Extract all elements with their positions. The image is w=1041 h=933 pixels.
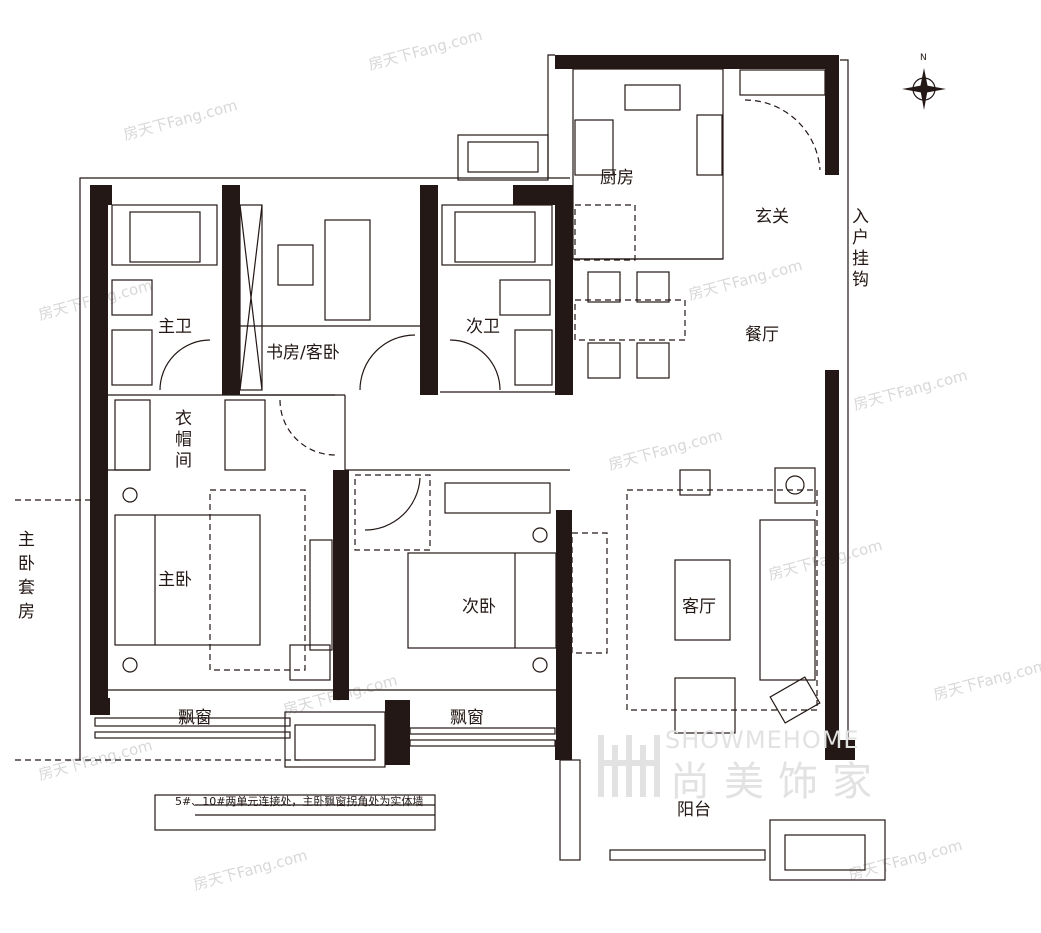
- brand-name-cn: 尚美饰家: [670, 759, 886, 805]
- label-closet: 间: [175, 451, 192, 471]
- label-closet: 衣: [175, 409, 192, 429]
- watermark: 房天下Fang.com: [846, 836, 964, 884]
- windows: [15, 499, 886, 881]
- watermark: 房天下Fang.com: [851, 366, 969, 414]
- label-entry-hook: 挂: [852, 249, 869, 269]
- room-labels: 厨房 玄关 入 户 挂 钩 餐厅 主卫 书房/客卧 次卫 衣 帽 间 主卧 次卧…: [18, 168, 869, 820]
- label-master-suite: 房: [18, 602, 35, 622]
- watermark: 房天下Fang.com: [686, 256, 804, 304]
- outer-outline: [79, 54, 849, 760]
- living-furniture: [626, 467, 821, 734]
- watermark: 房天下Fang.com: [606, 426, 724, 474]
- label-second-bedroom: 次卧: [462, 597, 496, 617]
- second-bath-fixtures: [441, 204, 553, 391]
- brand-watermark: SHOWMEHOME 尚美饰家: [598, 726, 886, 805]
- label-second-bath: 次卫: [466, 317, 500, 337]
- label-entry-hook: 户: [852, 228, 869, 248]
- closet-furniture: [114, 399, 551, 514]
- watermark: 房天下Fang.com: [191, 846, 309, 894]
- master-bedroom-furniture: [114, 487, 333, 681]
- label-balcony: 阳台: [677, 800, 711, 820]
- label-master-bath: 主卫: [158, 317, 192, 337]
- compass-north-label: N: [920, 53, 927, 63]
- brand-name-en: SHOWMEHOME: [665, 726, 860, 754]
- interior-lines: [108, 68, 724, 691]
- dining-table: [574, 271, 686, 379]
- watermark: 房天下Fang.com: [366, 26, 484, 74]
- label-kitchen: 厨房: [600, 168, 634, 188]
- label-master-bedroom: 主卧: [158, 570, 192, 590]
- label-entry-hook: 入: [852, 207, 869, 227]
- plan-note: 5#、10#两单元连接处，主卧飘窗拐角处为实体墙: [175, 794, 423, 808]
- label-study: 书房/客卧: [266, 343, 340, 363]
- label-bay-window: 飘窗: [178, 708, 212, 728]
- kitchen-fixtures: [574, 69, 826, 261]
- second-bedroom-furniture: [354, 474, 608, 673]
- watermark: 房天下Fang.com: [121, 96, 239, 144]
- brand-logo-icon: [598, 735, 660, 797]
- compass-icon: N: [902, 53, 946, 110]
- label-bay-window: 飘窗: [450, 708, 484, 728]
- label-entry-hook: 钩: [852, 270, 869, 290]
- label-master-suite: 套: [18, 578, 35, 598]
- study-furniture: [239, 204, 416, 456]
- master-bath-fixtures: [111, 204, 218, 391]
- label-living-room: 客厅: [682, 597, 716, 617]
- watermark: 房天下Fang.com: [931, 656, 1041, 704]
- label-master-suite: 主: [18, 530, 35, 550]
- label-dining: 餐厅: [745, 325, 779, 345]
- label-foyer: 玄关: [755, 207, 789, 227]
- label-master-suite: 卧: [18, 554, 35, 574]
- label-closet: 帽: [175, 430, 192, 450]
- walls: [90, 55, 855, 765]
